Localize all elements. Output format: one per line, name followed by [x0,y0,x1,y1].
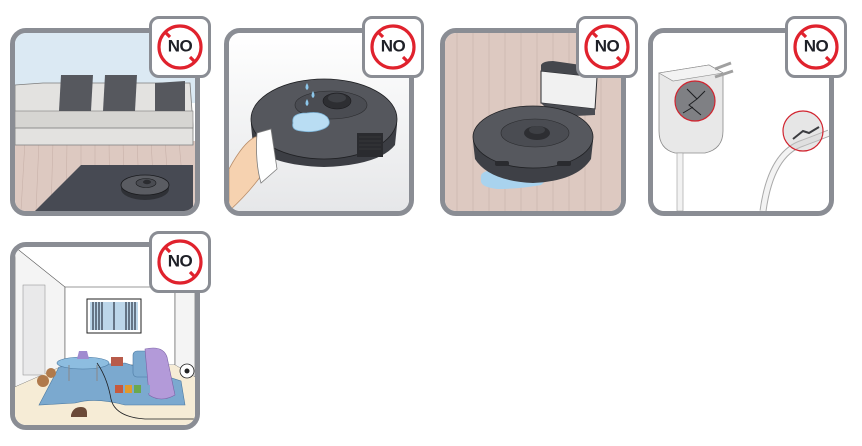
no-badge-panel-3: NO [576,16,638,78]
prohibition-icon [157,239,203,285]
prohibition-icon [584,24,630,70]
no-badge-panel-2: NO [362,16,424,78]
no-label: NO [594,36,620,56]
scene-wet-cleaning-illustration [229,33,409,211]
no-badge-panel-4: NO [785,16,847,78]
warning-panel-wet-floor [440,28,626,216]
prohibition-icon [793,24,839,70]
no-label: NO [803,36,829,56]
no-label: NO [380,36,406,56]
prohibition-icon [370,24,416,70]
no-label: NO [167,251,193,271]
warning-panel-wet-cleaning [224,28,414,216]
prohibition-icon [157,24,203,70]
no-badge-panel-1: NO [149,16,211,78]
no-badge-panel-5: NO [149,231,211,293]
no-label: NO [167,36,193,56]
scene-dark-rug-illustration [15,33,195,211]
scene-wet-floor-illustration [445,33,621,211]
